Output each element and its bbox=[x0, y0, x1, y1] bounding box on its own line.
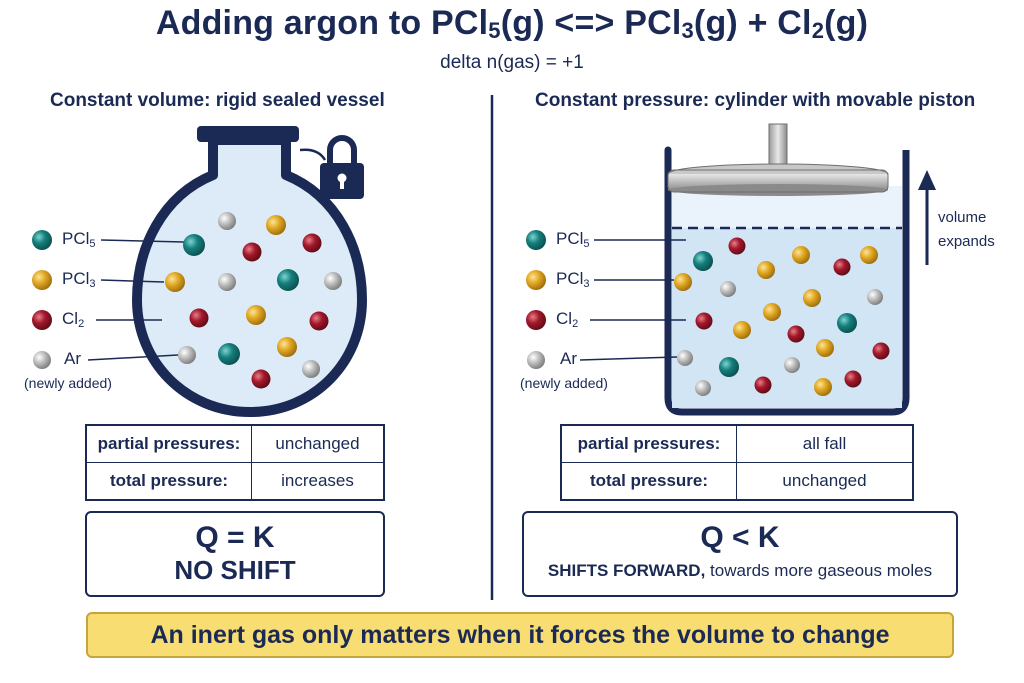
legend-label-cl2-right: Cl2 bbox=[556, 309, 579, 330]
legend-label-ar-right: Ar bbox=[560, 349, 577, 368]
right-result-box: Q < K SHIFTS FORWARD, towards more gaseo… bbox=[522, 511, 958, 597]
legend-ar-marker bbox=[33, 351, 51, 369]
conclusion-banner: An inert gas only matters when it forces… bbox=[86, 612, 954, 658]
table-row: partial pressures: all fall bbox=[560, 424, 914, 463]
legend-cl2-marker-right bbox=[526, 310, 546, 330]
left-result-relation: Q = K bbox=[195, 521, 275, 554]
table-value: increases bbox=[251, 462, 385, 501]
left-pressure-table: partial pressures: unchanged total press… bbox=[85, 424, 385, 501]
table-label: total pressure: bbox=[85, 462, 252, 501]
table-row: total pressure: increases bbox=[85, 462, 385, 501]
left-result-box: Q = K NO SHIFT bbox=[85, 511, 385, 597]
right-result-relation: Q < K bbox=[700, 521, 780, 554]
right-panel-heading: Constant pressure: cylinder with movable… bbox=[535, 90, 976, 111]
table-label: partial pressures: bbox=[85, 424, 252, 463]
left-legend bbox=[32, 230, 185, 369]
cylinder-molecules bbox=[674, 237, 890, 396]
legend-ar-marker-right bbox=[527, 351, 545, 369]
table-row: total pressure: unchanged bbox=[560, 462, 914, 501]
legend-label-pcl5-right: PCl5 bbox=[556, 229, 590, 250]
right-pressure-table: partial pressures: all fall total pressu… bbox=[560, 424, 914, 501]
legend-label-pcl5: PCl5 bbox=[62, 229, 96, 250]
legend-label-ar: Ar bbox=[64, 349, 81, 368]
table-label: total pressure: bbox=[560, 462, 737, 501]
arrow-up-icon bbox=[918, 170, 936, 190]
right-result-shift: SHIFTS FORWARD, towards more gaseous mol… bbox=[547, 561, 933, 580]
movable-piston bbox=[667, 169, 889, 193]
padlock-icon bbox=[299, 135, 364, 199]
volume-expands-note: volume expands bbox=[938, 209, 995, 250]
table-value: unchanged bbox=[736, 462, 914, 501]
table-value: unchanged bbox=[251, 424, 385, 463]
legend-pcl5-marker-right bbox=[526, 230, 546, 250]
cylinder-wall bbox=[664, 150, 910, 416]
legend-label-pcl3: PCl3 bbox=[62, 269, 96, 290]
legend-cl2-marker bbox=[32, 310, 52, 330]
page-title: Adding argon to PCl5(g) <=> PCl3(g) + Cl… bbox=[155, 4, 869, 43]
page-subtitle: delta n(gas) = +1 bbox=[440, 52, 584, 73]
legend-pcl3-marker-right bbox=[526, 270, 546, 290]
legend-label-cl2: Cl2 bbox=[62, 309, 85, 330]
right-legend bbox=[526, 230, 686, 369]
legend-pcl3-marker bbox=[32, 270, 52, 290]
table-value: all fall bbox=[736, 424, 914, 463]
table-row: partial pressures: unchanged bbox=[85, 424, 385, 463]
left-panel-heading: Constant volume: rigid sealed vessel bbox=[50, 90, 385, 111]
rigid-flask bbox=[132, 135, 367, 417]
table-label: partial pressures: bbox=[560, 424, 737, 463]
flask-molecules bbox=[165, 212, 342, 389]
legend-note-newly-added-right: (newly added) bbox=[520, 375, 608, 391]
legend-label-pcl3-right: PCl3 bbox=[556, 269, 590, 290]
legend-note-newly-added: (newly added) bbox=[24, 375, 112, 391]
legend-pcl5-marker bbox=[32, 230, 52, 250]
left-result-shift: NO SHIFT bbox=[174, 555, 296, 585]
